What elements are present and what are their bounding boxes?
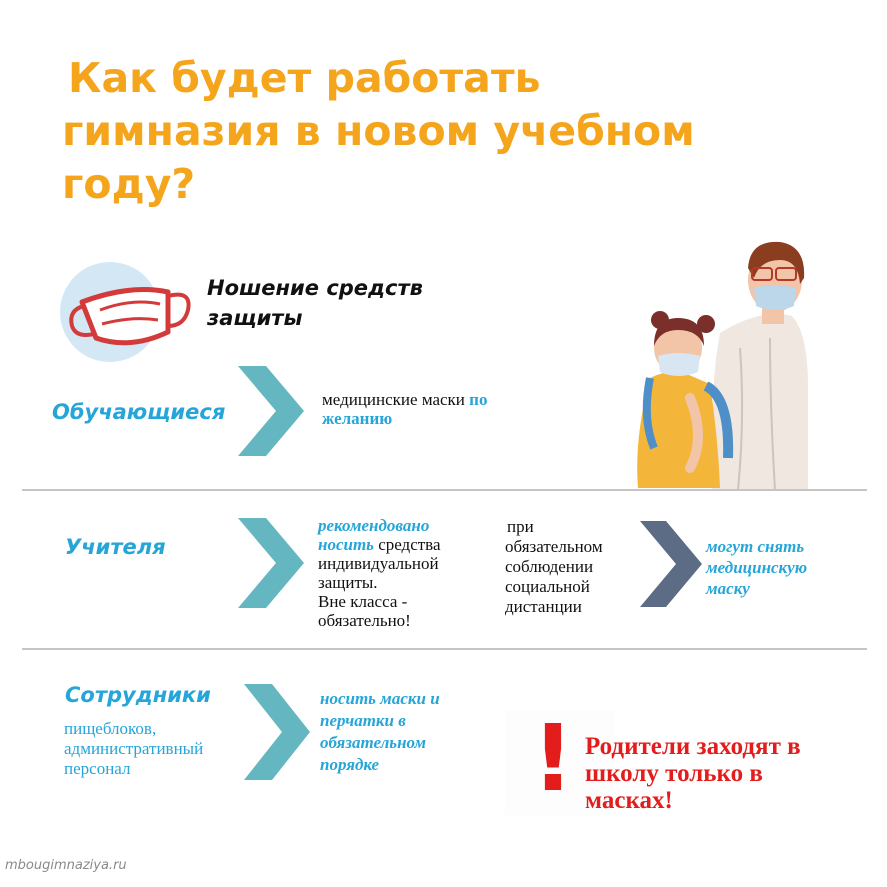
divider [22,648,867,650]
teachers-condition: при обязательном соблюдении социальной д… [505,517,645,617]
role-teachers: Учителя [65,535,166,559]
warning-line-1: Родители заходят в [585,733,801,760]
section-heading: Ношение средств защиты [207,273,423,333]
teachers-rec-line-1: рекомендовано [318,516,430,535]
teachers-rec-line-2: носить [318,535,374,554]
teachers-rec-line-6: обязательно! [318,611,411,630]
staff-rule: носить маски и перчатки в обязательном п… [320,688,490,776]
warning-line-2: школу только в [585,760,763,787]
teachers-cond-line-5: дистанции [505,597,582,616]
chevron-right-icon [238,518,304,608]
staff-rule-line-2: перчатки в [320,711,406,730]
students-rule-text: медицинские маски [322,390,465,409]
page-title: Как будет работать гимназия в новом учеб… [62,52,862,211]
students-rule-highlight-1: по [469,390,488,409]
students-rule-highlight-2: желанию [322,409,393,428]
teachers-rec-line-3: индивидуальной [318,554,439,573]
teachers-rec-line-5: Вне класса - [318,592,408,611]
teachers-cond-line-4: социальной [505,577,590,596]
chevron-right-icon [238,366,304,456]
chevron-right-icon [640,521,702,607]
teachers-result: могут снять медицинскую маску [706,536,866,599]
students-rule: медицинские маски по желанию [322,390,562,428]
staff-rule-line-4: порядке [320,755,380,774]
teachers-recommendation: рекомендовано носить средства индивидуал… [318,516,498,630]
staff-description: пищеблоков, административный персонал [64,719,203,779]
parents-warning: Родители заходят в школу только в масках… [585,733,875,814]
chevron-right-icon [244,684,310,780]
warning-line-3: масках! [585,787,673,814]
role-students: Обучающиеся [52,400,226,424]
teachers-result-line-3: маску [706,579,750,598]
staff-sub-line-3: персонал [64,759,131,778]
staff-rule-line-3: обязательном [320,733,427,752]
teachers-result-line-2: медицинскую [706,558,808,577]
warning-backdrop [505,710,615,815]
face-mask-icon [60,262,195,362]
watermark: mbougimnaziya.ru [5,858,127,873]
title-line-3: году? [62,160,196,208]
section-heading-line-1: Ношение средств [207,276,423,300]
staff-sub-line-2: административный [64,739,204,758]
teachers-cond-line-1: при [507,517,534,536]
teachers-result-line-1: могут снять [706,537,805,556]
teachers-cond-line-2: обязательном [505,537,603,556]
family-in-masks-illustration [620,238,815,490]
title-line-2: гимназия в новом учебном [62,107,695,155]
divider [22,489,867,491]
role-staff: Сотрудники [65,683,211,707]
teachers-rec-line-2b: средства [378,535,441,554]
exclamation-icon: ! [532,705,574,812]
teachers-cond-line-3: соблюдении [505,557,594,576]
staff-rule-line-1: носить маски и [320,689,440,708]
staff-sub-line-1: пищеблоков, [64,719,157,738]
title-line-1: Как будет работать [68,54,541,102]
section-heading-line-2: защиты [207,306,303,330]
teachers-rec-line-4: защиты. [318,573,378,592]
